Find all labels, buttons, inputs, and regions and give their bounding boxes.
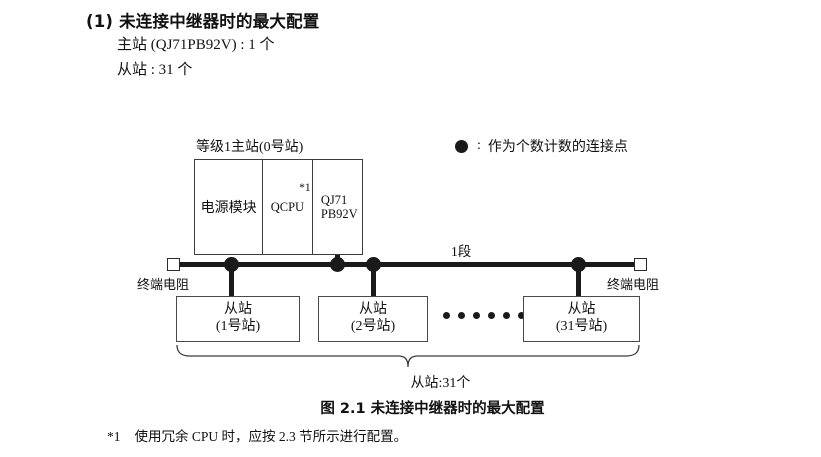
slave-drop-line [229,266,234,297]
page-title: (1) 未连接中继器时的最大配置 [86,12,320,31]
open-square-icon [167,258,180,271]
cpu-module-cell: QCPU *1 [263,160,313,254]
master-station-caption: 等级1主站(0号站) [196,140,304,155]
slave-group-brace [176,344,640,374]
filled-circle-icon [366,257,381,272]
slave-station-box: 从站 (31号站) [523,296,640,342]
figure-caption: 图 2.1 未连接中继器时的最大配置 [320,401,545,417]
slave-drop-line [576,266,581,297]
slave-station-number: (1号站) [215,319,261,334]
legend-separator: : [477,138,481,153]
cpu-footnote-mark: *1 [299,182,311,194]
open-square-icon [634,258,647,271]
slave-count-line: 从站 : 31 个 [117,62,193,78]
brace-icon [176,344,640,368]
slave-drop-line [371,266,376,297]
power-module-label: 电源模块 [200,201,257,216]
network-module-cell: QJ71 PB92V [313,160,362,254]
segment-label: 1段 [451,244,472,259]
cpu-module-label: QCPU [270,199,305,214]
brace-label: 从站:31个 [410,376,471,391]
power-module-cell: 电源模块 [195,160,264,254]
slave-station-name: 从站 [567,302,596,318]
terminator-left-label: 终端电阻 [137,277,190,292]
legend-label: 作为个数计数的连接点 [487,140,628,155]
filled-circle-icon [455,139,468,153]
terminator-right-label: 终端电阻 [607,277,660,292]
network-module-label-line2: PB92V [320,207,358,221]
footnote-text: 使用冗余 CPU 时，应按 2.3 节所示进行配置。 [134,429,408,444]
master-count-line: 主站 (QJ71PB92V) : 1 个 [117,37,275,53]
legend: : 作为个数计数的连接点 [455,136,628,156]
slave-station-number: (2号站) [350,319,396,334]
slave-station-box: 从站 (2号站) [318,296,428,342]
slave-station-box: 从站 (1号站) [176,296,300,342]
filled-circle-icon [224,257,239,272]
footnote-mark: *1 [107,429,121,444]
ellipsis-icon [443,312,525,319]
network-module-label: QJ71 PB92V [321,193,358,221]
network-module-label-line1: QJ71 [320,193,348,207]
filled-circle-icon [571,257,586,272]
slave-station-name: 从站 [359,302,387,318]
bus-line [176,262,641,267]
master-station-unit: 电源模块 QCPU *1 QJ71 PB92V [194,159,363,255]
slave-station-name: 从站 [224,302,252,318]
footnote: *1 使用冗余 CPU 时，应按 2.3 节所示进行配置。 [107,425,407,445]
slave-station-number: (31号站) [555,319,608,334]
filled-circle-icon [330,257,345,272]
